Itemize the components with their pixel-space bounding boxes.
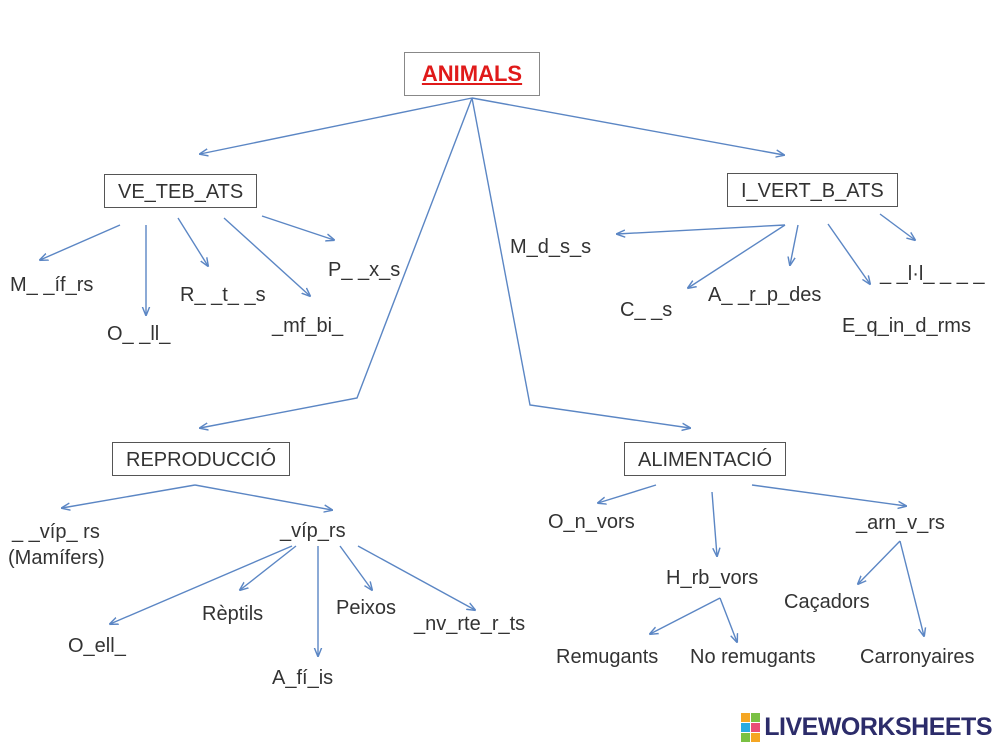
edge-repro-vivipars — [62, 484, 196, 508]
edge-animals-reproduccio — [200, 97, 473, 428]
vertebrats-child-reptils: R_ _t_ _s — [180, 284, 266, 306]
edge-herb-noremugants — [719, 597, 737, 642]
edge-carn-carronyaires — [899, 540, 924, 636]
edge-ovi-peixos — [339, 545, 372, 590]
vertebrats-child-peixos: P_ _x_s — [328, 259, 401, 281]
root-node: ANIMALS — [404, 52, 540, 96]
alimentacio-child-omnivors: O_n_vors — [548, 511, 635, 533]
edge-alim-herbivors — [711, 491, 717, 556]
edge-animals-alimentacio — [471, 97, 690, 428]
alimentacio-node: ALIMENTACIÓ — [624, 442, 787, 476]
alimentacio-child-herbivors: H_rb_vors — [666, 567, 759, 589]
invertebrats-child-molluscs: _ _l·l_ _ _ _ — [880, 263, 985, 285]
edge-vert-peixos — [261, 215, 334, 240]
invertebrats-child-meduses: M_d_s_s — [510, 236, 592, 258]
edge-vert-amfibis — [223, 217, 310, 296]
edge-invert-molluscs — [827, 223, 870, 284]
invertebrats-node: I_VERT_B_ATS — [727, 173, 898, 207]
edge-invert-equinoderms — [879, 213, 915, 240]
edge-vert-reptils — [177, 217, 208, 266]
reproduccio-child-vivipars-note: (Mamífers) — [8, 547, 105, 569]
edge-animals-vertebrats — [200, 97, 473, 154]
liveworksheets-logo-icon — [741, 712, 761, 742]
alimentacio-child-carnivors: _arn_v_rs — [856, 512, 945, 534]
edge-invert-cucs — [688, 224, 786, 288]
edge-animals-invertebrats — [471, 97, 784, 155]
edge-ovi-ocells — [110, 545, 293, 624]
invertebrats-child-cucs: C_ _s — [620, 299, 673, 321]
edge-alim-omnivors — [598, 484, 657, 503]
edge-repro-ovipars — [194, 484, 332, 510]
invertebrats-child-equinoderms: E_q_in_d_rms — [842, 315, 971, 337]
edge-invert-artropodes — [790, 224, 799, 265]
edge-carn-cacadors — [858, 540, 901, 584]
reproduccio-child-ovipars: _víp_rs — [280, 520, 346, 542]
edge-ovi-invertebrats — [357, 545, 475, 610]
ovipars-child-amfibis: A_fí_is — [272, 667, 334, 689]
reproduccio-node: REPRODUCCIÓ — [112, 442, 291, 476]
liveworksheets-logo-text: LIVEWORKSHEETS — [764, 712, 992, 741]
herbivors-child-noremugants: No remugants — [690, 646, 816, 668]
reproduccio-child-vivipars: _ _víp_ rs — [12, 521, 100, 543]
edge-vert-mamifers — [40, 224, 121, 260]
ovipars-child-invertebrats: _nv_rte_r_ts — [414, 613, 526, 635]
carnivors-child-carronyaires: Carronyaires — [860, 646, 975, 668]
ovipars-child-peixos: Peixos — [336, 597, 397, 619]
edge-alim-carnivors — [751, 484, 906, 506]
vertebrats-child-ocells: O_ _ll_ — [107, 323, 171, 345]
ovipars-child-ocells: O_ell_ — [68, 635, 126, 657]
root-title: ANIMALS — [421, 61, 523, 86]
edge-herb-remugants — [650, 597, 721, 634]
carnivors-child-cacadors: Caçadors — [784, 591, 870, 613]
herbivors-child-remugants: Remugants — [556, 646, 659, 668]
vertebrats-node: VE_TEB_ATS — [104, 174, 258, 208]
edge-invert-meduses — [617, 224, 786, 234]
edge-ovi-reptils — [240, 545, 297, 590]
vertebrats-child-amfibis: _mf_bi_ — [272, 315, 344, 337]
invertebrats-child-artropodes: A_ _r_p_des — [708, 284, 822, 306]
liveworksheets-logo: LIVEWORKSHEETS — [741, 712, 992, 742]
ovipars-child-reptils: Rèptils — [202, 603, 264, 625]
vertebrats-child-mamifers: M_ _íf_rs — [10, 274, 94, 296]
